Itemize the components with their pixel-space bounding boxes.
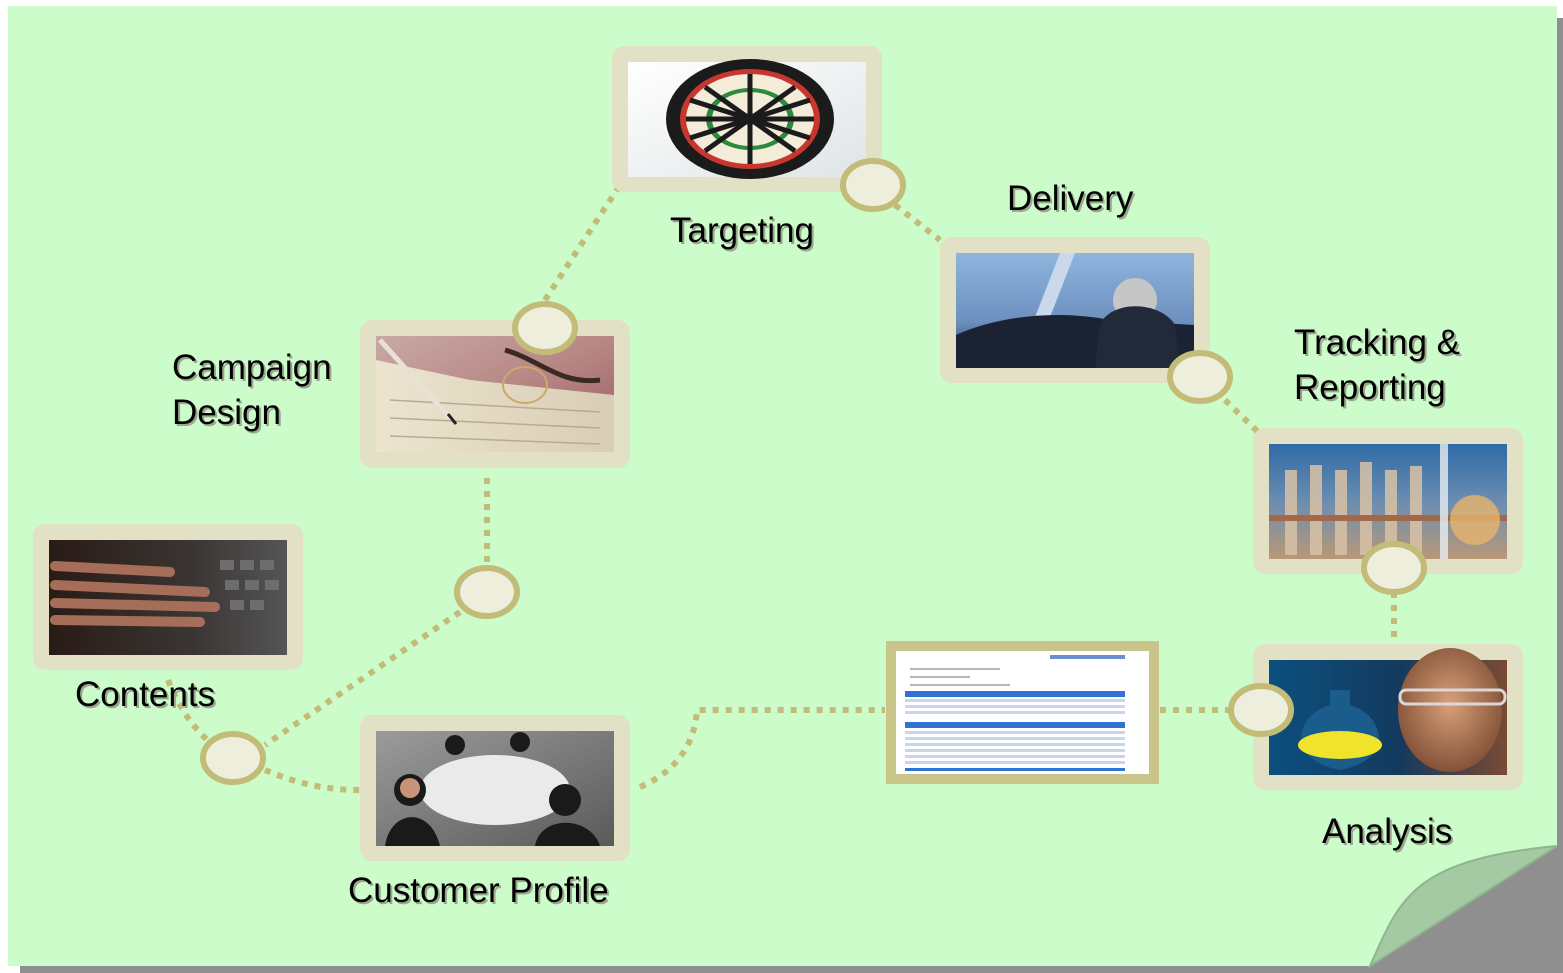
dartboard-image: [628, 59, 866, 179]
customer-profile-label: Customer Profile: [348, 871, 609, 910]
connector-node-contents: [263, 609, 462, 748]
tracking-reporting-label: Tracking & Reporting: [1294, 320, 1460, 410]
customer-profile-stage: [360, 715, 630, 861]
delivery-label: Delivery: [1007, 179, 1134, 218]
node-campaign-design-bottom: [454, 565, 520, 619]
analysis-label: Analysis: [1322, 812, 1453, 851]
business-meeting-image: [376, 731, 614, 846]
targeting-stage: [612, 46, 882, 192]
targeting-label: Targeting: [670, 211, 814, 250]
connector-contents-node: [165, 678, 215, 748]
campaign-design-label-line1: Campaign: [172, 348, 332, 387]
node-delivery: [1167, 350, 1233, 404]
campaign-design-label: Campaign Design: [172, 345, 332, 435]
node-campaign-design-top: [512, 301, 578, 355]
pen-document-image: [376, 336, 614, 452]
campaign-report-document: [886, 641, 1159, 784]
typing-keyboard-image: [49, 540, 287, 655]
node-contents: [200, 731, 266, 785]
delivery-stage: [940, 237, 1210, 383]
node-tracking: [1361, 541, 1427, 595]
campaign-design-stage: [360, 320, 630, 468]
contents-label: Contents: [75, 675, 216, 714]
contents-stage: [33, 524, 303, 670]
laboratory-flasks-image: [1269, 444, 1507, 559]
connector-targeting-delivery: [893, 202, 942, 243]
node-analysis: [1228, 683, 1294, 737]
ship-captain-image: [956, 253, 1194, 368]
connector-lines: [165, 183, 1397, 793]
tracking-label-line1: Tracking &: [1294, 323, 1460, 362]
tracking-stage: [1253, 428, 1523, 574]
node-targeting: [840, 158, 906, 212]
connector-nodes: [200, 158, 1427, 785]
page-curl: [1367, 845, 1558, 969]
connector-design-targeting: [542, 183, 623, 302]
campaign-design-label-line2: Design: [172, 393, 281, 432]
connector-profile-report: [638, 707, 885, 790]
scientist-flask-image: [1269, 648, 1507, 775]
analysis-stage: [1253, 644, 1523, 790]
tracking-label-line2: Reporting: [1294, 368, 1446, 407]
